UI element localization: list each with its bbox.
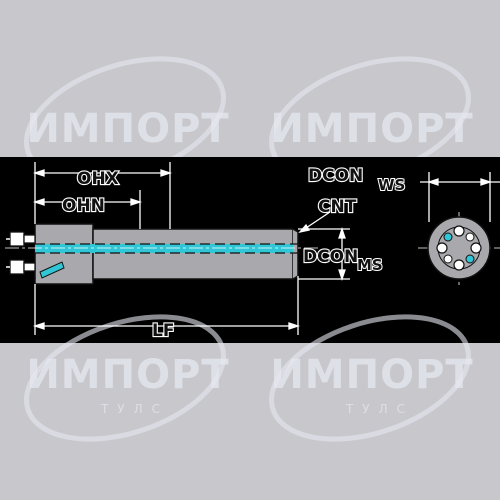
tool-end-view [418, 172, 500, 285]
end-face [427, 216, 491, 280]
coolant-outlet [443, 232, 453, 242]
bolt-hole [470, 242, 482, 254]
label-dcon-ws-sub: WS [378, 176, 405, 194]
label-dcon-ms: DCON [303, 247, 358, 267]
watermark-logo: ИМПОРТ ТУЛС [269, 314, 473, 442]
clamp-screw [6, 231, 36, 247]
tool-shank [92, 228, 294, 280]
watermark-text: ИМПОРТ [270, 352, 473, 398]
coolant-branch [39, 261, 65, 279]
bolt-hole [436, 242, 448, 254]
tool-side-view [5, 223, 318, 285]
watermark-subtext: ТУЛС [100, 402, 169, 416]
label-ohx: OHX [77, 169, 119, 189]
coolant-channel [35, 244, 293, 253]
shank-chamfer [292, 228, 299, 280]
label-dcon-ms-sub: MS [357, 256, 383, 274]
watermark-logo: ИМПОРТ ТУЛС [24, 314, 229, 442]
pin-hole [443, 254, 453, 264]
watermark-text: ИМПОРТ [26, 106, 229, 152]
pin-hole [465, 232, 475, 242]
label-lf: LF [152, 321, 174, 341]
coolant-outlet [465, 254, 475, 264]
watermark-text: ИМПОРТ [26, 352, 229, 398]
clamp-screw [6, 259, 36, 275]
label-cnt: CNT [318, 197, 357, 217]
label-dcon-ws: DCON [308, 166, 363, 186]
dimension-lines [32, 162, 350, 335]
label-ohn: OHN [62, 196, 105, 216]
bolt-hole [453, 225, 465, 237]
watermark-subtext: ТУЛС [345, 402, 414, 416]
watermark-text: ИМПОРТ [270, 106, 473, 152]
bolt-hole [453, 259, 465, 271]
